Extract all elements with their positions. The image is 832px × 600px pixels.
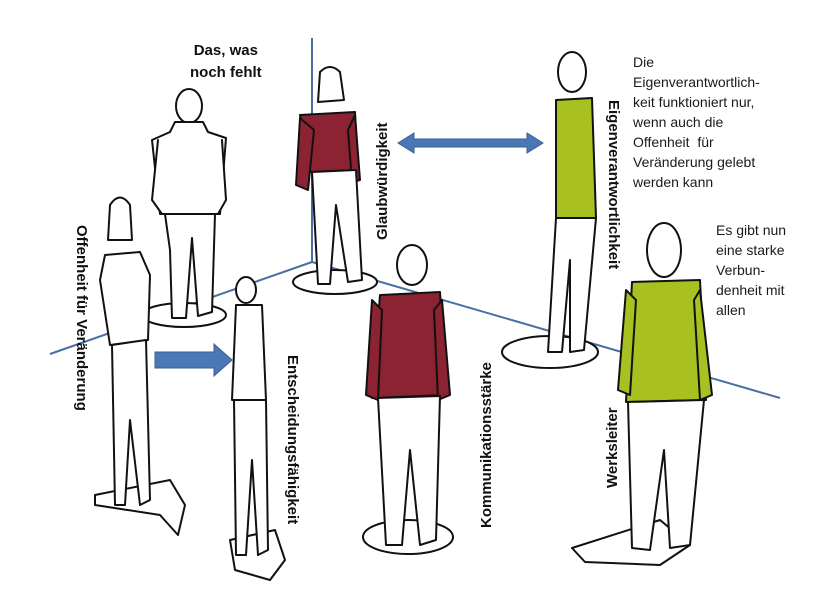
missing-label: Das, was noch fehlt	[190, 42, 262, 81]
decisiveness-label: Entscheidungsfähigkeit	[284, 355, 301, 525]
openness-label: Offenheit für Veränderung	[73, 225, 90, 411]
plant-manager-label: Werksleiter	[604, 407, 621, 488]
figure-missing-person	[141, 88, 227, 328]
communication-label: Kommunikationsstärke	[478, 362, 495, 528]
double-arrow	[397, 132, 544, 154]
figure-decisiveness	[229, 276, 286, 581]
connection-note: Es gibt nun eine starke Verbun- denheit …	[716, 222, 787, 318]
figure-openness	[94, 196, 186, 536]
responsibility-label: Eigenverantwortlichkeit	[605, 100, 622, 270]
figure-responsibility	[501, 51, 599, 369]
arrow-right	[154, 342, 233, 378]
figure-plant-manager	[571, 222, 713, 566]
credibility-label: Glaubwürdigkeit	[374, 122, 391, 240]
responsibility-note: Die Eigenverantwortlich- keit funktionie…	[633, 54, 760, 190]
figure-credibility	[292, 66, 378, 295]
figure-communication	[362, 244, 454, 555]
